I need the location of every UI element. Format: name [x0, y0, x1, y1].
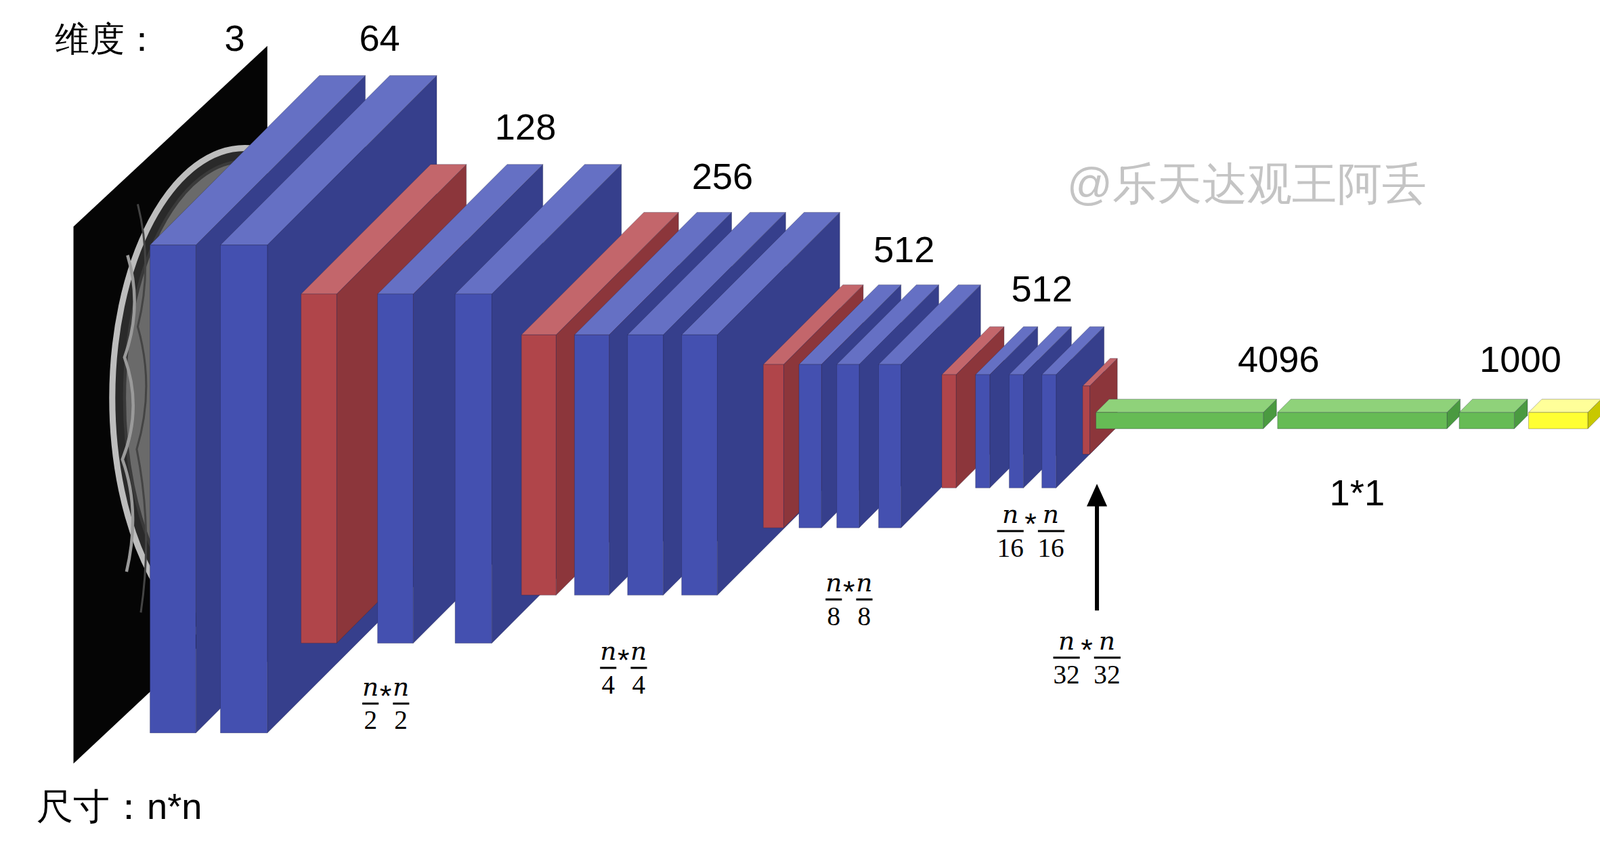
red-block-front: [941, 374, 957, 488]
feature-map-size: n4*n4: [599, 637, 647, 699]
fraction-denominator: 32: [1052, 660, 1080, 689]
fraction-numerator: n: [1098, 627, 1116, 655]
fraction-numerator: n: [825, 569, 842, 597]
green-block-front: [1277, 412, 1447, 429]
fraction-numerator: n: [855, 569, 873, 597]
blue-block-front: [574, 334, 609, 595]
blue-block-front: [627, 334, 664, 595]
blue-block-front: [220, 245, 268, 733]
multiply-sign: *: [617, 642, 630, 678]
fraction-bar: [825, 598, 842, 601]
channel-count: 512: [873, 231, 936, 269]
blue-block-front: [975, 374, 990, 488]
size-label: 1*1: [1329, 474, 1385, 512]
green-block-top: [1277, 398, 1461, 413]
fraction-bar: [1052, 656, 1080, 659]
fraction-numerator: n: [599, 637, 617, 665]
fraction-numerator: n: [362, 673, 379, 701]
fraction-numerator: n: [392, 673, 409, 701]
channel-count: 128: [494, 109, 557, 146]
blue-block-front: [1042, 374, 1057, 488]
blue-block-front: [878, 364, 902, 528]
fraction-denominator: 16: [1037, 534, 1064, 562]
fraction-numerator: n: [1002, 501, 1019, 529]
fraction: n 32: [1052, 627, 1080, 689]
layer-blocks: [150, 75, 1600, 734]
fraction: n4: [599, 637, 617, 699]
fraction-bar: [855, 598, 873, 601]
fraction: n 32: [1093, 627, 1120, 689]
multiply-sign: *: [1080, 632, 1093, 667]
blue-block-front: [1008, 374, 1024, 488]
fraction-bar: [1037, 530, 1064, 533]
red-block-front: [763, 364, 784, 528]
fraction-denominator: 4: [631, 671, 646, 699]
feature-map-size: n2*n2: [362, 673, 409, 735]
fraction-bar: [630, 666, 647, 669]
fraction-bar: [599, 666, 617, 669]
feature-map-size: n 16*n 16: [997, 501, 1065, 562]
red-block-front: [301, 293, 338, 643]
watermark: @乐天达观王阿丢: [1067, 161, 1427, 206]
fraction: n2: [362, 673, 379, 735]
blue-block-front: [150, 245, 197, 733]
green-block-front: [1096, 412, 1264, 429]
fraction-numerator: n: [1058, 627, 1075, 655]
feature-map-size: n8*n8: [825, 569, 873, 631]
channel-count: 512: [1010, 270, 1073, 307]
fraction-denominator: 8: [827, 602, 841, 631]
channel-count: 1000: [1479, 340, 1562, 378]
fraction: n8: [825, 569, 842, 631]
blue-block-front: [798, 364, 822, 528]
fraction-denominator: 16: [997, 534, 1024, 562]
channel-count: 4096: [1237, 340, 1320, 378]
fraction-denominator: 4: [601, 671, 616, 699]
pointer-arrow-line: [1094, 501, 1099, 611]
fraction: n8: [855, 569, 873, 631]
fraction-denominator: 32: [1093, 660, 1120, 689]
fraction-numerator: n: [630, 637, 647, 665]
yellow-block-front: [1528, 412, 1588, 429]
red-block-top: [1082, 358, 1118, 386]
fraction-bar: [392, 702, 409, 705]
multiply-sign: *: [1024, 505, 1037, 541]
fraction: n 16: [1037, 501, 1064, 562]
brain-folds: [122, 255, 135, 572]
feature-map-size: n 32*n 32: [1052, 627, 1120, 689]
green-block-top: [1459, 398, 1528, 413]
red-block-front: [1082, 385, 1091, 455]
green-block-front: [1459, 412, 1515, 429]
channel-count: 256: [692, 158, 754, 196]
blue-block-front: [681, 334, 718, 595]
fraction-bar: [1093, 656, 1120, 659]
channel-count: 3: [224, 20, 246, 57]
blue-block-front: [455, 293, 492, 643]
fraction-bar: [362, 702, 379, 705]
fraction-denominator: 8: [857, 602, 871, 631]
fraction: n2: [392, 673, 409, 735]
fraction-denominator: 2: [394, 706, 408, 735]
fraction: n4: [630, 637, 647, 699]
fraction-numerator: n: [1042, 501, 1059, 529]
brain-folds: [136, 203, 147, 613]
blue-block-front: [377, 293, 414, 643]
fraction-bar: [997, 530, 1024, 533]
green-block-top: [1096, 398, 1278, 413]
channel-count: 64: [358, 20, 400, 57]
pointer-arrow-head: [1086, 483, 1108, 506]
fraction: n 16: [997, 501, 1024, 562]
axis-title: 尺寸：n*n: [36, 787, 202, 825]
blue-block-front: [836, 364, 860, 528]
fraction-denominator: 2: [363, 706, 378, 735]
axis-title: 维度：: [54, 21, 160, 57]
multiply-sign: *: [379, 678, 393, 713]
yellow-block-top: [1528, 398, 1600, 413]
blue-block-top: [1042, 326, 1105, 375]
red-block-front: [521, 334, 556, 595]
multiply-sign: *: [842, 574, 856, 609]
